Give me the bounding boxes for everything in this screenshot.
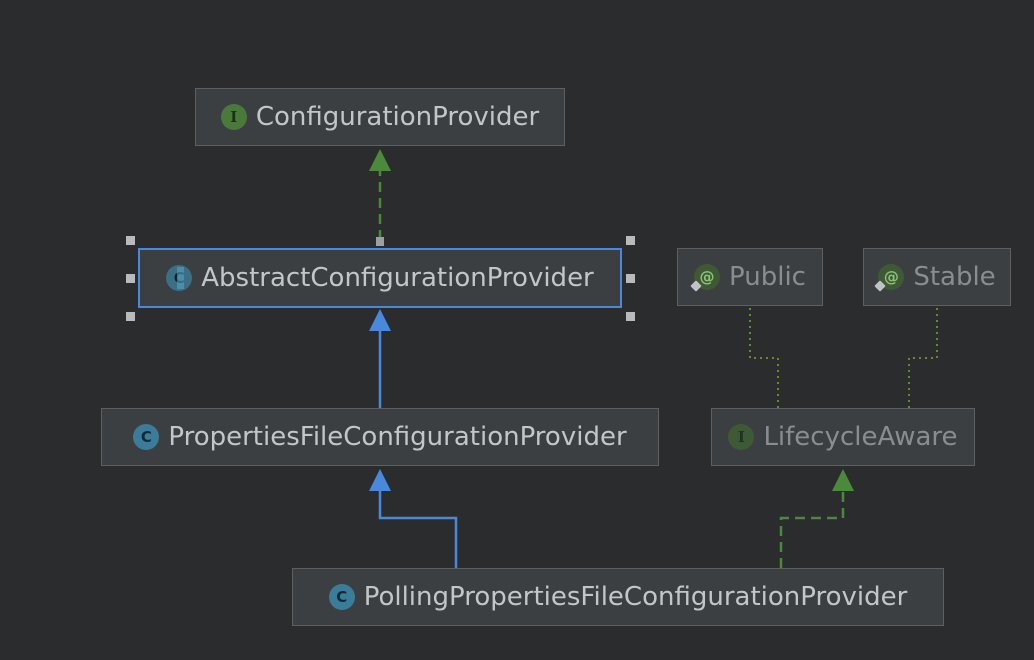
interface-icon: I (728, 424, 755, 450)
edge-annotation-stable (908, 308, 938, 408)
annotation-symbol: @ (699, 268, 715, 286)
edge-implements-polling-to-lifecycle (779, 490, 845, 568)
selection-handle-top-right[interactable] (626, 236, 635, 245)
node-label: Stable (913, 262, 996, 292)
selection-handle-bottom-right[interactable] (626, 312, 635, 321)
edge-annotation-public (749, 308, 779, 408)
arrowhead-extends (369, 469, 391, 491)
annotation-symbol: @ (883, 268, 899, 286)
node-label: Public (729, 262, 806, 292)
arrowhead-extends (369, 309, 391, 331)
annotation-icon: @ (690, 264, 721, 292)
node-label: PropertiesFileConfigurationProvider (168, 422, 627, 452)
selection-handle-top-left[interactable] (126, 236, 135, 245)
node-lifecycle-aware[interactable]: I LifecycleAware (711, 408, 975, 466)
interface-icon: I (220, 104, 247, 130)
node-stable[interactable]: @ Stable (863, 248, 1011, 306)
arrowhead-implements (832, 469, 854, 491)
edge-port-marker (376, 237, 384, 246)
arrowhead-implements (369, 149, 391, 171)
selection-handle-bottom-left[interactable] (126, 312, 135, 321)
class-icon: C (133, 424, 160, 450)
node-label: LifecycleAware (763, 422, 958, 452)
selection-handle-mid-right[interactable] (626, 274, 635, 283)
annotation-icon: @ (874, 264, 905, 292)
node-label: ConfigurationProvider (255, 102, 540, 132)
node-configuration-provider[interactable]: I ConfigurationProvider (195, 88, 565, 146)
abstract-class-icon: C (166, 265, 193, 291)
node-label: AbstractConfigurationProvider (201, 263, 594, 293)
selection-handle-mid-left[interactable] (126, 274, 135, 283)
edge-extends-polling-to-properties (378, 490, 458, 568)
class-icon: C (328, 584, 355, 610)
node-public[interactable]: @ Public (677, 248, 823, 306)
node-label: PollingPropertiesFileConfigurationProvid… (363, 582, 908, 612)
node-polling-properties-file-configuration-provider[interactable]: C PollingPropertiesFileConfigurationProv… (292, 568, 944, 626)
node-properties-file-configuration-provider[interactable]: C PropertiesFileConfigurationProvider (101, 408, 659, 466)
node-abstract-configuration-provider[interactable]: C AbstractConfigurationProvider (138, 248, 622, 308)
